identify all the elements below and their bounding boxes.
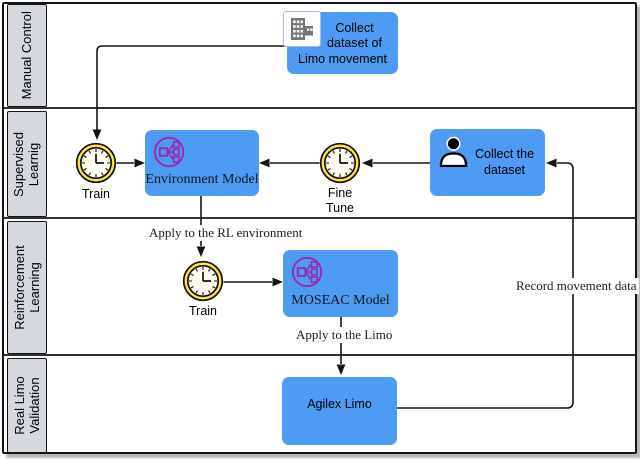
task-label: MOSEAC Model [291,293,390,308]
event-label-train: Train [81,187,110,201]
task-moseac-model: MOSEAC Model [283,250,398,317]
edge-label-apply-limo: Apply to the Limo [294,327,395,343]
model-icon [152,135,186,169]
clock-icon [75,142,117,184]
lane-label: Manual Control [18,11,34,100]
timer-event-train-supervised [75,142,117,184]
task-collect-the-dataset: Collect the dataset [430,129,545,196]
task-label: Agilex Limo [307,397,372,412]
timer-event-fine-tune [319,142,361,184]
timer-event-train-rl [182,260,224,302]
model-icon [290,255,324,289]
task-label: Collect dataset of Limo movement [298,20,387,66]
event-label-fine-tune: Fine Tune [325,186,355,215]
edge-label-apply-rl: Apply to the RL environment [147,225,305,241]
task-label: Environment Model [145,172,259,187]
lane-header-manual-control: Manual Control [7,4,47,107]
edge-label-record-movement-data: Record movement data [514,278,639,294]
task-environment-model: Environment Model [145,130,259,196]
clock-icon [319,142,361,184]
task-label: Collect the dataset [474,147,535,177]
building-icon [283,11,321,47]
clock-icon [182,260,224,302]
task-agilex-limo: Agilex Limo [282,377,397,445]
event-label-train-rl: Train [188,304,217,318]
